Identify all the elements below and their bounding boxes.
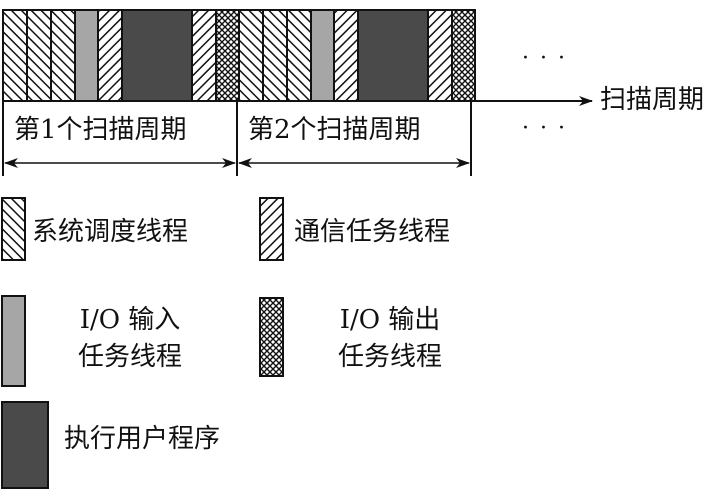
legend-swatch-input xyxy=(1,295,26,387)
segment-comm-c1-7 xyxy=(191,9,217,102)
legend-swatch-schedule xyxy=(1,197,26,261)
ellipsis-bottom: · · · xyxy=(522,116,567,141)
segment-user-c2-6 xyxy=(357,9,429,102)
segment-schedule-c2-2 xyxy=(262,9,288,102)
segment-schedule-c2-3 xyxy=(286,9,312,102)
legend-swatch-output xyxy=(259,297,284,377)
segment-input-c2-4 xyxy=(310,9,335,102)
legend-label-output-line1: I/O 输出 xyxy=(339,305,441,335)
legend-label-output-line2: 任务线程 xyxy=(337,342,442,372)
legend-label-input-line2: 任务线程 xyxy=(77,342,182,372)
segment-schedule-c1-2 xyxy=(26,9,52,102)
segment-schedule-c1-1 xyxy=(2,9,28,102)
legend-label-comm: 通信任务线程 xyxy=(294,217,451,247)
legend-swatch-comm xyxy=(259,197,284,261)
legend-label-schedule: 系统调度线程 xyxy=(32,217,189,247)
segment-schedule-c2-1 xyxy=(238,9,264,102)
segment-comm-c2-7 xyxy=(427,9,453,102)
cycle2-label: 第2个扫描周期 xyxy=(248,115,421,145)
ellipsis-top: · · · xyxy=(522,46,567,71)
timeline-bar xyxy=(2,9,476,102)
segment-input-c1-4 xyxy=(74,9,99,102)
segment-schedule-c1-3 xyxy=(50,9,76,102)
segment-comm-c2-5 xyxy=(333,9,359,102)
legend-swatch-user xyxy=(1,401,49,489)
axis-label: 扫描周期 xyxy=(600,85,705,115)
segment-comm-c1-5 xyxy=(97,9,123,102)
legend-label-user: 执行用户程序 xyxy=(64,424,221,454)
segment-output-c2-8 xyxy=(451,9,476,102)
legend-label-input-line1: I/O 输入 xyxy=(79,305,181,335)
segment-output-c1-8 xyxy=(215,9,240,102)
cycle1-label: 第1个扫描周期 xyxy=(14,115,187,145)
segment-user-c1-6 xyxy=(121,9,193,102)
